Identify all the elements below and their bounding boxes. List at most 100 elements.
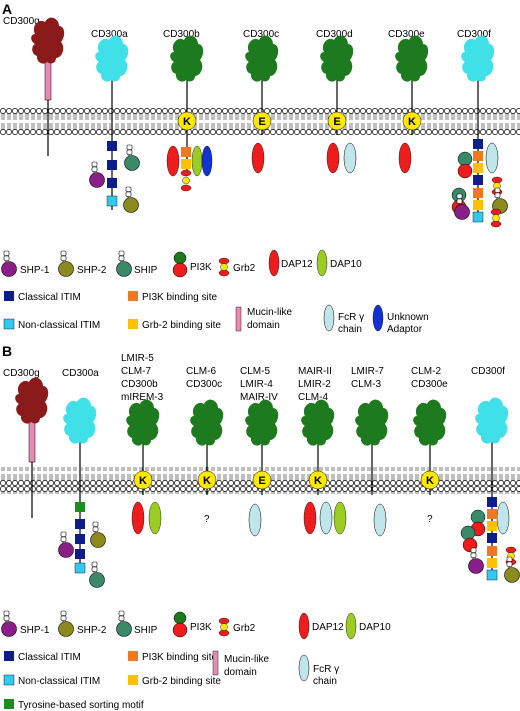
receptor-label-b-group-7: LMIR-7 CLM-3 (351, 366, 384, 390)
receptor-label-b-7-1: CLM-3 (351, 379, 381, 390)
receptor-label-b-group-6: MAIR-II LMIR-2 CLM-4 (298, 366, 332, 403)
receptor-a-cd300c (245, 35, 279, 174)
unknown-adaptor-mark-clm6: ? (204, 514, 210, 525)
receptor-label-b-5-0: CLM-5 (240, 366, 270, 377)
legend-a-grb2-site: Grb-2 binding site (142, 320, 221, 331)
receptor-label-b-4-0: CLM-6 (186, 366, 216, 377)
adaptor-b-clm2-letter: K (426, 475, 434, 487)
receptor-label-a-cd300c: CD300c (243, 29, 279, 40)
receptor-label-b-cd300f: CD300f (471, 366, 505, 377)
receptor-label-a-cd300d: CD300d (316, 29, 353, 40)
receptor-b-mairii-group (301, 399, 347, 535)
receptor-label-b-7-0: LMIR-7 (351, 366, 384, 377)
adaptor-a-cd300b-letter: K (183, 116, 191, 128)
adaptor-b-mairii: K (308, 470, 328, 490)
legend-b-ship: SHIP (134, 625, 158, 636)
legend-a-dap12: DAP12 (281, 259, 313, 270)
receptor-label-b-3-0: LMIR-5 (121, 353, 154, 364)
receptor-a-cd300f (451, 35, 508, 228)
adaptor-a-cd300e: K (402, 111, 422, 131)
legend-b-mucin-2: domain (224, 667, 257, 678)
legend-b-fcr-1: FcR γ (313, 664, 339, 675)
legend-b-dap10: DAP10 (359, 622, 391, 633)
receptor-label-b-group-5: CLM-5 LMIR-4 MAIR-IV (240, 366, 278, 403)
adaptor-a-cd300d: E (327, 111, 347, 131)
adaptor-b-clm5-letter: E (258, 475, 265, 487)
legend-b-pi3k: PI3K (190, 622, 212, 633)
receptor-label-a-cd300g: CD300g (3, 16, 40, 27)
receptor-b-cd300a (58, 397, 106, 588)
receptor-label-b-6-2: CLM-4 (298, 392, 328, 403)
receptor-b-lmir5-group (126, 399, 162, 535)
legend-b-classical: Classical ITIM (18, 652, 81, 663)
legend-a: SHP-1 SHP-2 SHIP PI3K Grb2 DAP12 DAP10 C… (1, 249, 429, 335)
receptor-label-b-group-3: LMIR-5 CLM-7 CD300b mIREM-3 (121, 353, 164, 403)
legend-b-shp1: SHP-1 (20, 625, 50, 636)
receptor-a-cd300e (395, 35, 429, 174)
panel-b-letter: B (2, 343, 12, 359)
legend-a-pi3k: PI3K (190, 262, 212, 273)
receptor-label-b-4-1: CD300c (186, 379, 222, 390)
receptor-label-b-cd300g: CD300g (3, 368, 40, 379)
receptor-b-cd300g (15, 377, 49, 518)
legend-b-nonclassical: Non-classical ITIM (18, 676, 100, 687)
receptor-label-b-3-3: mIREM-3 (121, 392, 164, 403)
receptor-label-a-cd300a: CD300a (91, 29, 128, 40)
legend-a-ship: SHIP (134, 265, 158, 276)
adaptor-b-lmir5: K (133, 470, 153, 490)
receptor-a-cd300b (166, 35, 213, 192)
adaptor-a-cd300c: E (252, 111, 272, 131)
adaptor-a-cd300e-letter: K (408, 116, 416, 128)
legend-b-shp2: SHP-2 (77, 625, 107, 636)
legend-a-shp2: SHP-2 (77, 265, 107, 276)
receptor-label-a-cd300f: CD300f (457, 29, 491, 40)
adaptor-b-lmir5-letter: K (139, 475, 147, 487)
legend-b-grb2: Grb2 (233, 623, 256, 634)
receptor-a-cd300a (89, 35, 140, 213)
legend-a-mucin-2: domain (247, 320, 280, 331)
receptor-label-b-3-2: CD300b (121, 379, 158, 390)
legend-a-unknown-2: Adaptor (387, 324, 423, 335)
legend-b-mucin-1: Mucin-like (224, 654, 269, 665)
receptor-label-b-cd300a: CD300a (62, 368, 99, 379)
receptor-label-a-cd300b: CD300b (163, 29, 200, 40)
adaptor-b-clm6: K (197, 470, 217, 490)
legend-a-pi3k-site: PI3K binding site (142, 292, 217, 303)
receptor-label-b-3-1: CLM-7 (121, 366, 151, 377)
receptor-b-cd300f (460, 397, 520, 583)
receptor-b-lmir7-group (355, 399, 389, 537)
legend-a-shp1: SHP-1 (20, 265, 50, 276)
receptor-label-b-6-0: MAIR-II (298, 366, 332, 377)
receptor-label-a-cd300e: CD300e (388, 29, 425, 40)
adaptor-a-cd300b: K (177, 111, 197, 131)
adaptor-b-clm6-letter: K (203, 475, 211, 487)
receptor-label-b-group-8: CLM-2 CD300e (411, 366, 448, 390)
receptor-label-b-5-1: LMIR-4 (240, 379, 273, 390)
legend-b-dap12: DAP12 (312, 622, 344, 633)
adaptor-b-mairii-letter: K (314, 475, 322, 487)
legend-a-mucin-1: Mucin-like (247, 307, 292, 318)
adaptor-a-cd300c-letter: E (258, 116, 265, 128)
legend-b: SHP-1 SHP-2 SHIP PI3K Grb2 DAP12 DAP10 C… (1, 610, 391, 711)
receptor-label-b-6-1: LMIR-2 (298, 379, 331, 390)
receptor-a-cd300d (320, 35, 357, 174)
adaptor-b-clm2: K (420, 470, 440, 490)
legend-b-fcr-2: chain (313, 676, 337, 687)
legend-b-sorting: Tyrosine-based sorting motif (18, 700, 144, 711)
legend-a-nonclassical: Non-classical ITIM (18, 320, 100, 331)
receptor-label-b-8-0: CLM-2 (411, 366, 441, 377)
receptor-a-cd300g (31, 17, 65, 156)
receptor-label-b-5-2: MAIR-IV (240, 392, 278, 403)
legend-a-grb2: Grb2 (233, 263, 256, 274)
panel-a-letter: A (2, 1, 12, 17)
adaptor-a-cd300d-letter: E (333, 116, 340, 128)
legend-b-grb2-site: Grb-2 binding site (142, 676, 221, 687)
adaptor-b-clm5: E (252, 470, 272, 490)
legend-a-fcr-2: chain (338, 324, 362, 335)
legend-a-unknown-1: Unknown (387, 312, 429, 323)
unknown-adaptor-mark-clm2: ? (427, 514, 433, 525)
receptor-label-b-8-1: CD300e (411, 379, 448, 390)
receptor-label-b-group-4: CLM-6 CD300c (186, 366, 222, 390)
legend-a-classical: Classical ITIM (18, 292, 81, 303)
